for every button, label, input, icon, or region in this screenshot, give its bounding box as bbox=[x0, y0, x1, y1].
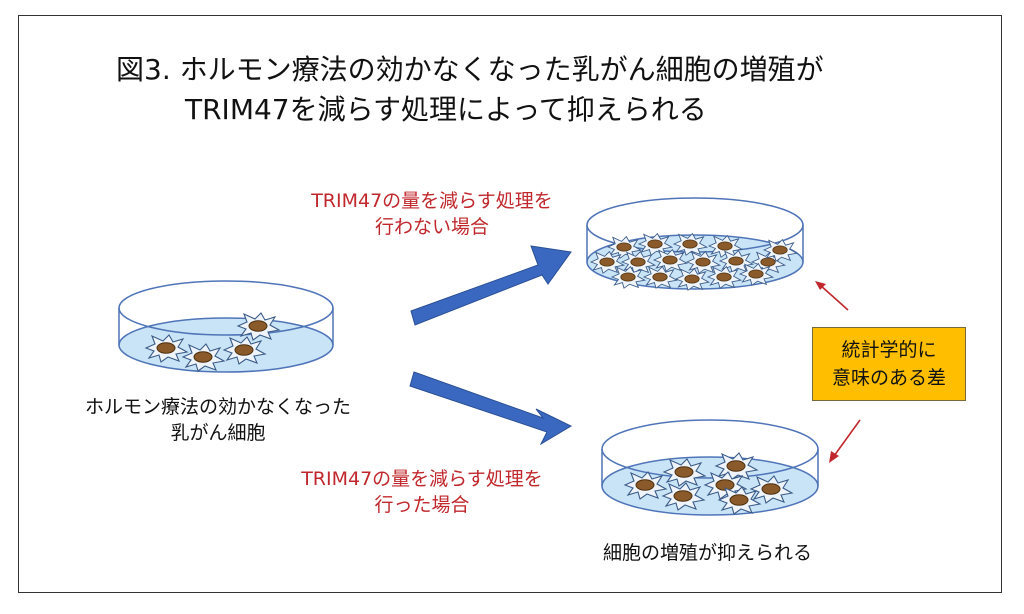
resistant-cells-label: ホルモン療法の効かなくなった 乳がん細胞 bbox=[60, 394, 376, 446]
figure-title-line1: 図3. ホルモン療法の効かなくなった乳がん細胞の増殖が bbox=[116, 53, 824, 86]
treatment-label-line2: 行った場合 bbox=[374, 494, 470, 516]
significance-line1: 統計学的に bbox=[841, 339, 937, 361]
red-arrow-down-icon bbox=[829, 419, 861, 463]
treatment-label: TRIM47の量を減らす処理を 行った場合 bbox=[282, 466, 562, 518]
figure-title-line2: TRIM47を減らす処理によって抑えられる bbox=[185, 93, 707, 126]
upper-arrow-icon bbox=[410, 245, 572, 326]
suppressed-growth-label: 細胞の増殖が抑えられる bbox=[603, 542, 813, 564]
bottom-petri-dish-icon bbox=[601, 419, 819, 516]
no-treatment-label-line2: 行わない場合 bbox=[374, 216, 489, 238]
significance-line2: 意味のある差 bbox=[831, 367, 946, 389]
treatment-label-line1: TRIM47の量を減らす処理を bbox=[301, 468, 543, 490]
figure-frame bbox=[18, 15, 1002, 593]
lower-arrow-icon bbox=[409, 371, 573, 446]
resistant-cells-label-line1: ホルモン療法の効かなくなった bbox=[84, 396, 351, 418]
left-petri-dish-icon bbox=[118, 280, 334, 373]
no-treatment-label: TRIM47の量を減らす処理を 行わない場合 bbox=[292, 188, 572, 240]
red-arrow-up-icon bbox=[815, 281, 849, 311]
significance-box: 統計学的に 意味のある差 bbox=[812, 327, 966, 401]
no-treatment-label-line1: TRIM47の量を減らす処理を bbox=[311, 190, 553, 212]
resistant-cells-label-line2: 乳がん細胞 bbox=[170, 422, 266, 444]
